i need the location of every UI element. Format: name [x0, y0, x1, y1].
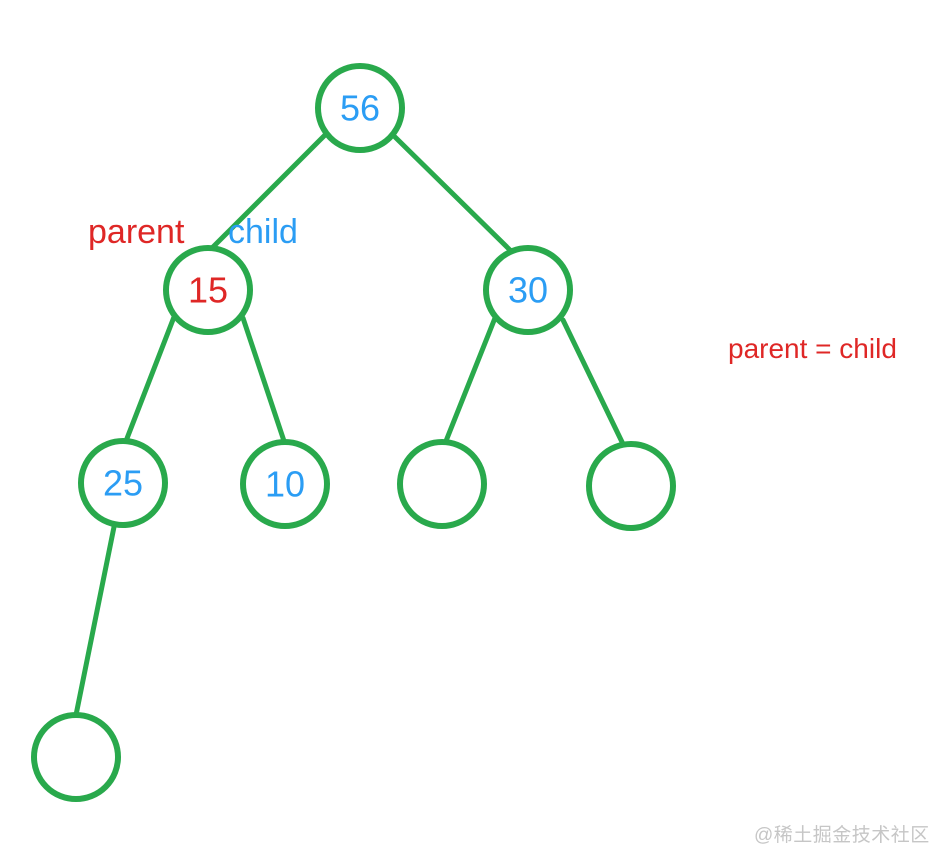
tree-node-value-node-25: 25 [103, 463, 143, 504]
tree-node-value-node-15: 15 [188, 270, 228, 311]
tree-edge-node-15-node-25 [123, 314, 177, 444]
tree-node-value-node-56: 56 [340, 88, 380, 129]
tree-edge-node-56-node-30 [392, 134, 515, 255]
tree-edge-node-25-node-empty-bottom [73, 519, 118, 718]
parent-label: parent [88, 213, 185, 251]
tree-edge-node-56-node-15 [209, 130, 330, 251]
tree-node-circle-node-empty-left [397, 439, 487, 529]
tree-node-circle-node-25 [78, 438, 168, 528]
tree-node-circle-node-30 [483, 245, 573, 335]
tree-node-value-node-10: 10 [265, 464, 305, 505]
tree-node-value-node-30: 30 [508, 270, 548, 311]
tree-node-circle-node-15 [163, 245, 253, 335]
tree-node-circle-node-10 [240, 439, 330, 529]
child-label: child [228, 213, 298, 251]
tree-node-circle-node-56 [315, 63, 405, 153]
tree-edge-node-15-node-10 [240, 315, 287, 444]
tree-edge-node-30-node-empty-left [443, 315, 498, 444]
tree-node-circle-node-empty-right [586, 441, 676, 531]
parent-equals-child-label: parent = child [728, 333, 897, 364]
tree-node-circle-node-empty-bottom [31, 712, 121, 802]
watermark: @稀土掘金技术社区 [754, 825, 930, 846]
tree-edge-node-30-node-empty-right [560, 317, 626, 447]
